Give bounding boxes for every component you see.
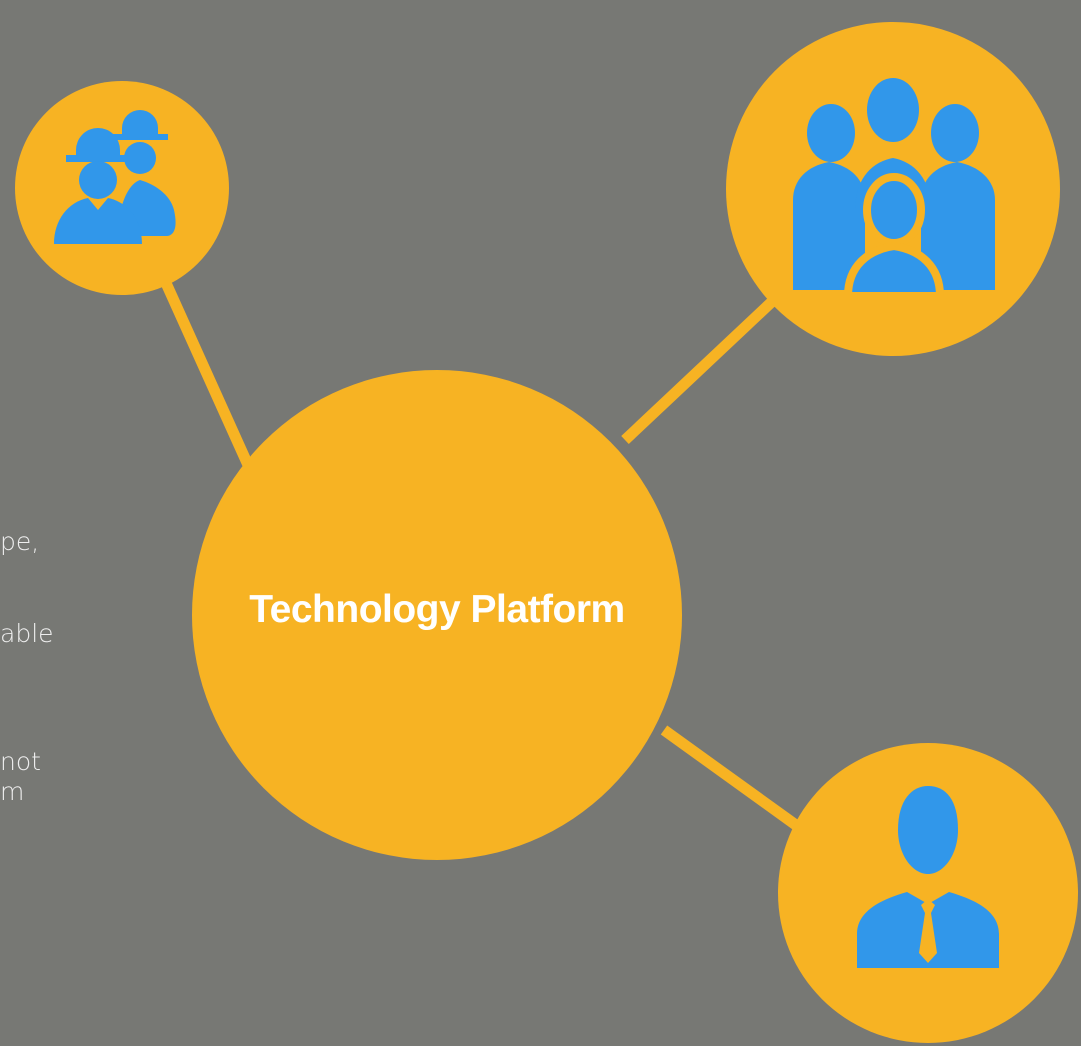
connector-workers — [160, 280, 254, 468]
group-users-icon — [793, 78, 995, 300]
connector-community — [621, 291, 782, 445]
side-text-line-1: pe, — [0, 527, 40, 556]
side-text-line-4: m — [0, 777, 25, 806]
construction-workers-icon — [54, 110, 176, 244]
connector-business — [660, 725, 804, 833]
side-text-line-3: not — [0, 747, 41, 776]
node-business-circle — [778, 743, 1078, 1043]
side-text-line-2: able — [0, 619, 54, 648]
businessman-icon — [857, 786, 999, 968]
hub-label: Technology Platform — [249, 588, 625, 631]
hub-circle — [192, 370, 682, 860]
node-workers-circle — [15, 81, 229, 295]
